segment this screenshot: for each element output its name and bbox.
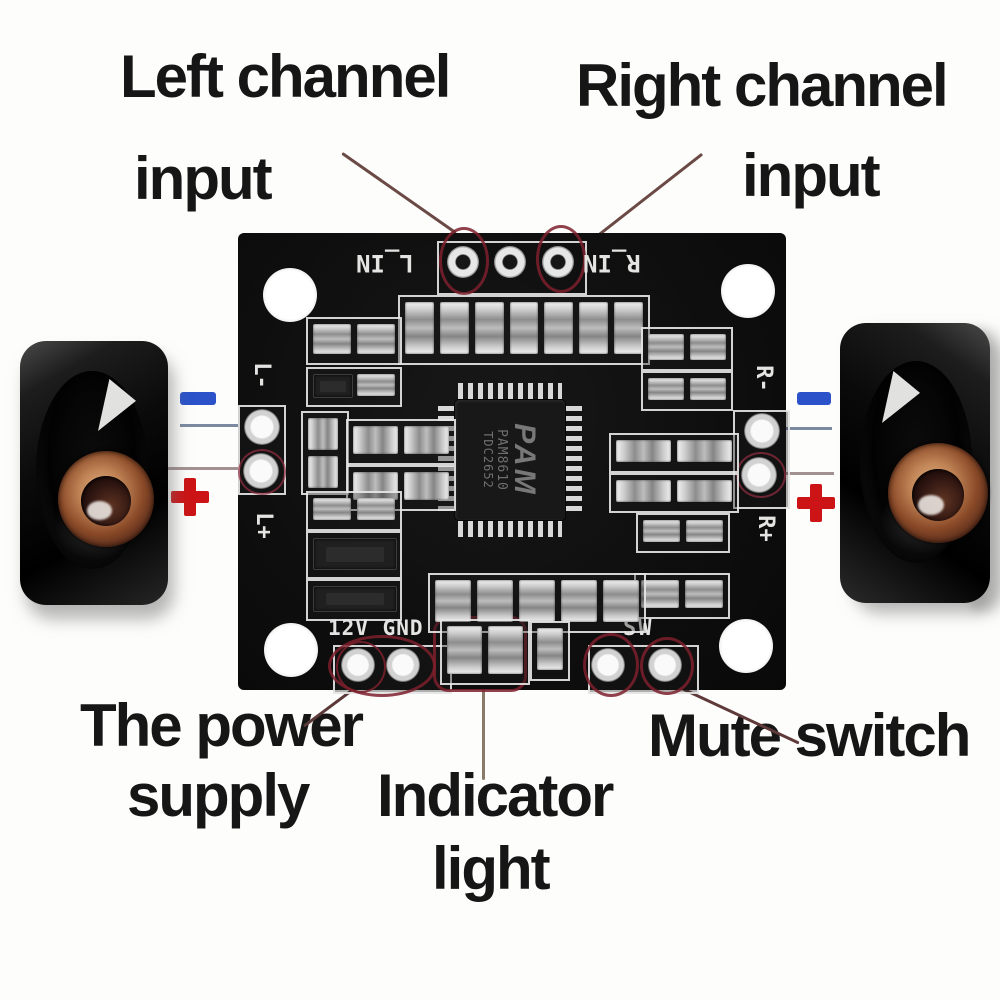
smd-component-box bbox=[641, 327, 733, 371]
highlight-circle-sw-1 bbox=[583, 633, 639, 697]
chip-pins-bottom bbox=[458, 521, 562, 537]
silkscreen-l-in: L_IN bbox=[356, 249, 414, 277]
smd-component-box bbox=[634, 573, 730, 619]
wire-left-negative bbox=[180, 424, 247, 427]
silkscreen-r-in: R_IN bbox=[583, 249, 641, 277]
speaker-left-cone bbox=[58, 451, 154, 547]
leader-line-left-channel bbox=[341, 152, 457, 235]
plus-symbol-right bbox=[797, 484, 835, 522]
smd-component-box bbox=[306, 491, 402, 531]
amplifier-chip: PAM PAM8610 TDC2652 bbox=[455, 400, 565, 520]
smd-component-box bbox=[609, 433, 739, 473]
minus-symbol-right bbox=[797, 392, 831, 405]
mounting-hole-bottom-left bbox=[264, 623, 318, 677]
wire-left-positive bbox=[168, 467, 250, 470]
leader-line-indicator bbox=[482, 688, 485, 780]
speaker-left-opening bbox=[36, 371, 154, 569]
speaker-left bbox=[20, 341, 168, 605]
speaker-right-cone bbox=[888, 443, 988, 543]
smd-component-box bbox=[398, 295, 650, 365]
smd-component-box bbox=[306, 317, 402, 365]
mounting-hole-bottom-right bbox=[719, 619, 773, 673]
highlight-circle-left-input bbox=[439, 227, 489, 295]
chip-part-number: PAM8610 bbox=[494, 429, 510, 491]
pcb-board: L_IN R_IN PAM PAM8610 TDC2652 L- L+ bbox=[238, 225, 790, 697]
speaker-right bbox=[840, 323, 990, 603]
indicator-label-line2: light bbox=[432, 835, 551, 902]
highlight-circle-l-plus bbox=[238, 449, 286, 495]
smd-component-box bbox=[428, 573, 646, 633]
right-channel-label-line2: input bbox=[742, 142, 881, 209]
mute-switch-label: Mute switch bbox=[648, 702, 971, 769]
smd-component-box bbox=[306, 579, 402, 621]
chip-pins-right bbox=[566, 406, 582, 514]
smd-component-box bbox=[641, 371, 733, 411]
speaker-right-opening bbox=[860, 361, 988, 563]
right-channel-label-line1: Right channel bbox=[576, 52, 949, 119]
chip-pins-top bbox=[458, 383, 562, 399]
chip-lot-code: TDC2652 bbox=[480, 431, 495, 489]
plus-symbol-left bbox=[171, 478, 209, 516]
pad-r-minus bbox=[744, 413, 780, 449]
silkscreen-r-minus: R- bbox=[750, 365, 776, 392]
highlight-circle-right-input bbox=[536, 225, 586, 293]
chip-logo-text: PAM bbox=[508, 423, 542, 497]
minus-symbol-left bbox=[180, 392, 216, 405]
wire-right-positive bbox=[756, 472, 834, 475]
silkscreen-r-plus: R+ bbox=[752, 515, 778, 542]
silkscreen-l-plus: L+ bbox=[250, 512, 276, 539]
smd-component-box bbox=[301, 411, 349, 495]
speaker-left-glint bbox=[98, 379, 136, 431]
smd-component-box bbox=[636, 513, 730, 553]
smd-component-box bbox=[306, 531, 402, 579]
mounting-hole-top-right bbox=[721, 264, 775, 318]
indicator-label-line1: Indicator bbox=[377, 762, 614, 829]
left-channel-label-line1: Left channel bbox=[120, 43, 451, 110]
mounting-hole-top-left bbox=[263, 268, 317, 322]
smd-component-box bbox=[346, 419, 456, 465]
leader-line-right-channel bbox=[591, 152, 704, 242]
highlight-circle-r-plus bbox=[736, 452, 786, 498]
highlight-circle-sw-2 bbox=[640, 637, 694, 695]
pad-input-ground bbox=[494, 246, 526, 278]
power-supply-label-line2: supply bbox=[127, 762, 310, 829]
smd-component-box bbox=[530, 621, 570, 681]
wire-right-negative bbox=[758, 427, 832, 430]
left-channel-label-line2: input bbox=[134, 145, 273, 212]
silkscreen-l-minus: L- bbox=[248, 362, 274, 389]
power-supply-label-line1: The power bbox=[80, 692, 364, 759]
smd-component-box bbox=[609, 473, 739, 513]
smd-component-box bbox=[440, 619, 530, 685]
pad-l-minus bbox=[244, 409, 280, 445]
highlight-circle-12v bbox=[336, 641, 386, 693]
speaker-right-glint bbox=[882, 371, 920, 423]
smd-component-box bbox=[306, 367, 402, 407]
